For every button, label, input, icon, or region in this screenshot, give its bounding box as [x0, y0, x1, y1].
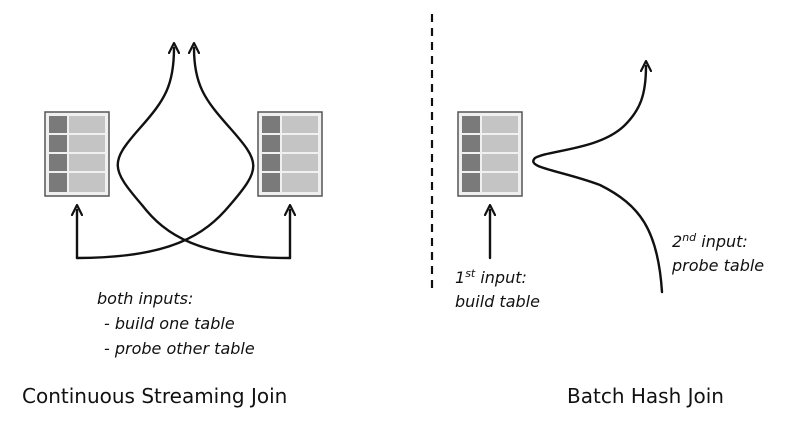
left-caption: Continuous Streaming Join — [22, 384, 287, 408]
first-input-label-line2: build table — [455, 292, 540, 311]
second-input-label: 2nd input: — [672, 231, 748, 251]
hash-table-icon-left-b — [257, 111, 323, 197]
first-input-label: 1st input: — [455, 267, 527, 287]
arrow-icon-probe-curve-a — [75, 48, 255, 260]
arrow-icon-probe-input — [532, 66, 664, 294]
second-input-label-line2: probe table — [671, 256, 764, 275]
hash-table-icon-left-a — [44, 111, 110, 197]
left-label-line2: - probe other table — [104, 339, 255, 358]
left-label-line1: - build one table — [104, 314, 235, 333]
left-label-title: both inputs: — [97, 289, 193, 308]
hash-table-icon-right — [457, 111, 523, 197]
right-caption: Batch Hash Join — [567, 384, 724, 408]
arrow-icon-probe-curve-b — [116, 48, 292, 260]
